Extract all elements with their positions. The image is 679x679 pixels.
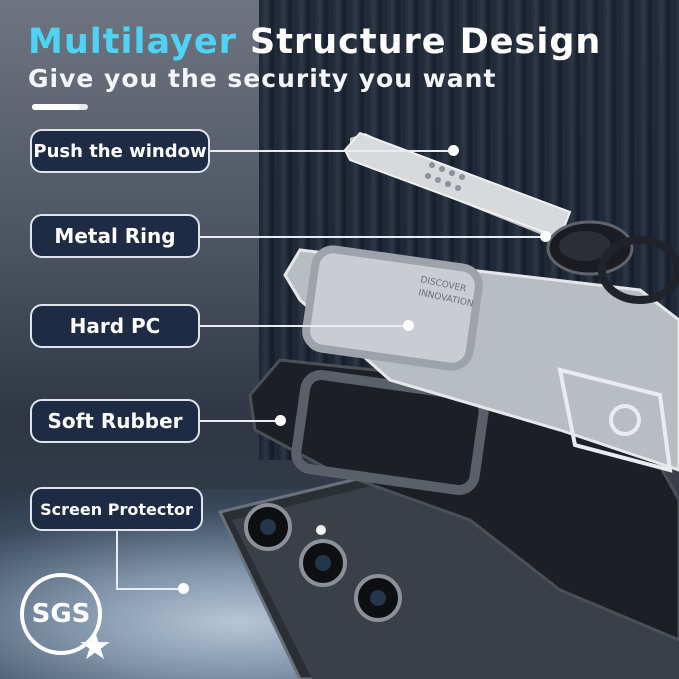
label-soft-rubber: Soft Rubber xyxy=(30,399,200,443)
leader-line-pc xyxy=(200,325,407,327)
subheadline: Give you the security you want xyxy=(28,64,497,93)
leader-dot-ring xyxy=(540,231,551,242)
progress-indicator xyxy=(32,104,88,110)
camera-lenses xyxy=(244,503,402,622)
sgs-badge: SGS xyxy=(20,573,102,655)
leader-line-rubber xyxy=(200,420,280,422)
progress-indicator-fill xyxy=(32,104,80,110)
star-icon: ★ xyxy=(78,624,113,668)
label-screen-protector: Screen Protector xyxy=(30,487,203,531)
headline-accent: Multilayer xyxy=(28,22,237,62)
label-hard-pc: Hard PC xyxy=(30,304,200,348)
leader-line-protector-vertical xyxy=(116,531,118,589)
kickstand xyxy=(557,367,673,473)
label-push-the-window: Push the window xyxy=(30,129,210,173)
leader-line-ring xyxy=(200,236,545,238)
leader-dot-window xyxy=(448,145,459,156)
headline-rest: Structure Design xyxy=(236,22,602,62)
label-metal-ring: Metal Ring xyxy=(30,214,200,258)
leader-dot-protector xyxy=(178,583,189,594)
slider-grip xyxy=(425,162,465,191)
leader-dot-rubber xyxy=(275,415,286,426)
sgs-badge-text: SGS xyxy=(31,599,91,629)
leader-line-protector-horizontal xyxy=(116,588,182,590)
metal-ring-holder xyxy=(546,220,679,304)
headline: Multilayer Structure Design xyxy=(28,22,601,62)
leader-dot-pc xyxy=(403,320,414,331)
leader-line-window xyxy=(210,150,454,152)
